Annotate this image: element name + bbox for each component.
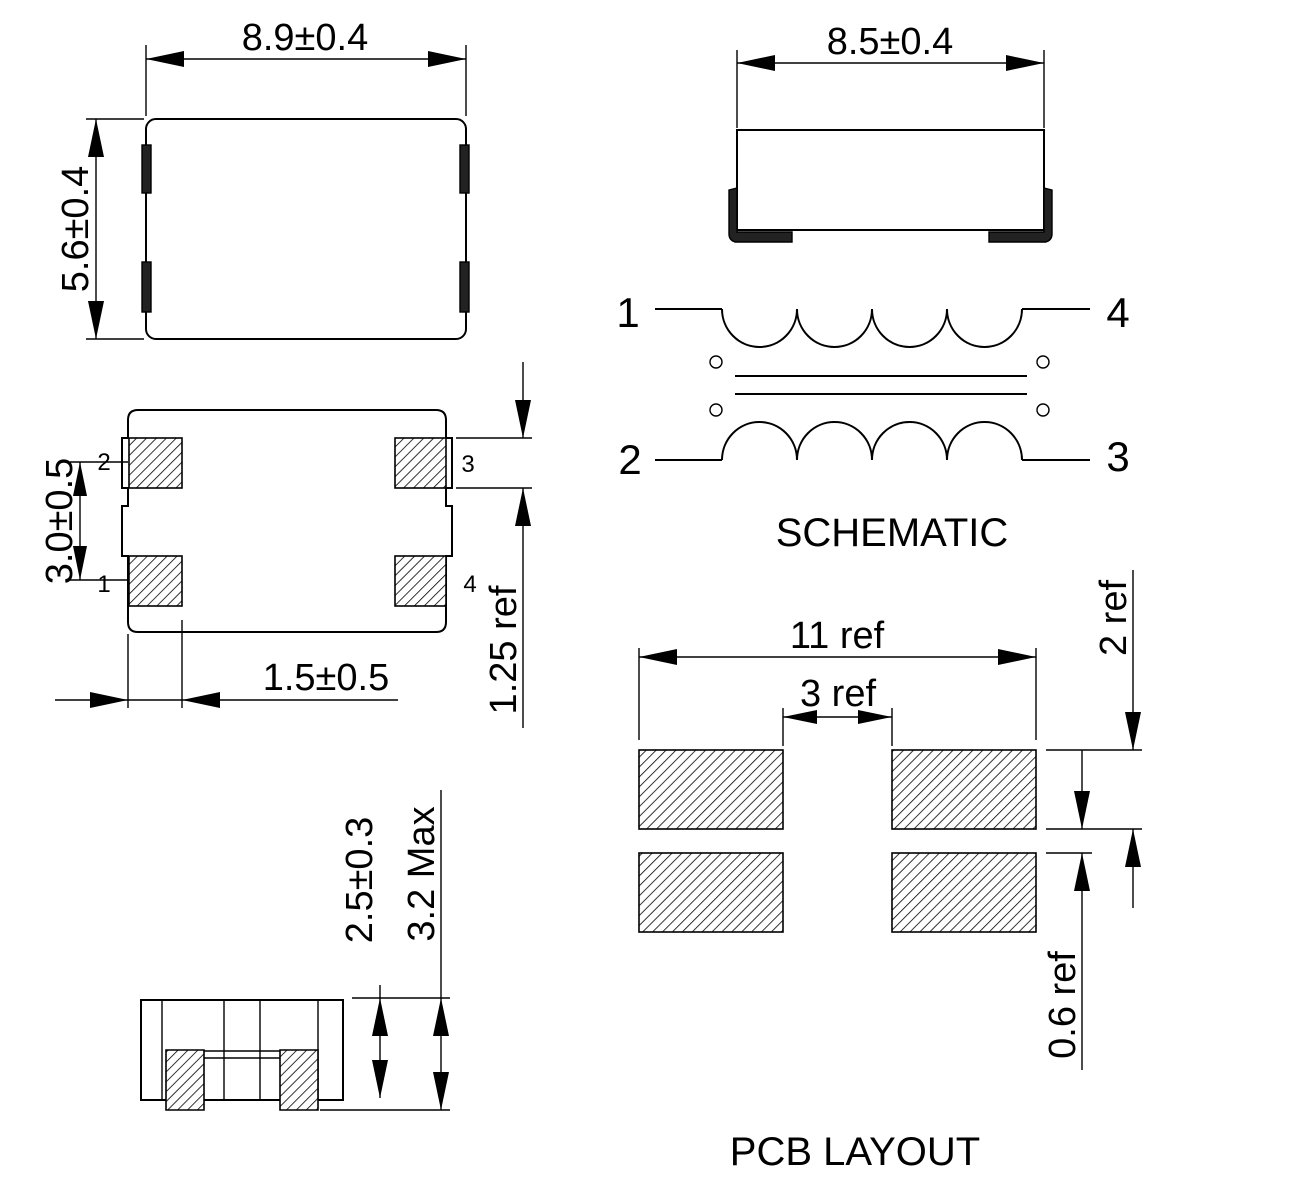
pad-2	[128, 437, 183, 489]
schematic-pin-3: 3	[1106, 433, 1129, 480]
top-view-terminal	[459, 144, 470, 194]
side-view: 8.5±0.4	[728, 21, 1053, 243]
polarity-dot	[1036, 403, 1050, 417]
side-view-terminal	[728, 187, 793, 243]
top-view-terminal	[459, 261, 470, 313]
pcb-layout: 11 ref 3 ref 2 ref 0.6 ref PCB LAYOUT	[638, 570, 1142, 1174]
bottom-pin-3: 3	[461, 451, 474, 478]
pcb-pad	[891, 749, 1037, 830]
schematic-pin-2: 2	[618, 436, 641, 483]
top-view-terminal	[141, 144, 152, 194]
bottom-view-body	[121, 409, 453, 633]
pcb-pad-gap-dim: 0.6 ref	[1042, 951, 1084, 1059]
pad-width-dim: 1.5±0.5	[263, 657, 390, 699]
side-view-terminal	[988, 187, 1053, 243]
pcb-pad	[638, 852, 784, 933]
winding-top	[655, 308, 1090, 348]
pcb-pad	[638, 749, 784, 830]
polarity-dot	[709, 355, 723, 369]
schematic-title: SCHEMATIC	[776, 511, 1009, 555]
pin-spacing-dim: 3.0±0.5	[39, 458, 81, 585]
bottom-pin-4: 4	[463, 571, 476, 598]
polarity-dot	[709, 403, 723, 417]
top-view-terminal	[141, 261, 152, 313]
pcb-total-width-dim: 11 ref	[790, 615, 885, 657]
schematic-pin-4: 4	[1106, 289, 1129, 336]
profile-terminal-left	[165, 1049, 205, 1111]
bottom-view: 2 1 3 4 3.0±0.5 1.5±0.5 1.25 ref	[39, 362, 532, 728]
bottom-pin-1: 1	[97, 571, 110, 598]
top-width-dim: 8.9±0.4	[242, 17, 369, 59]
pad-4	[394, 555, 447, 607]
pad-height-dim: 1.25 ref	[483, 585, 525, 714]
profile-terminal-right	[279, 1049, 319, 1111]
profile-view: 2.5±0.3 3.2 Max	[140, 790, 450, 1111]
pad-1	[128, 555, 183, 607]
pcb-pad-height-dim: 2 ref	[1093, 580, 1135, 656]
winding-bottom	[655, 421, 1090, 461]
top-view-body	[145, 118, 467, 340]
pcb-layout-title: PCB LAYOUT	[730, 1130, 980, 1174]
pcb-gap-dim: 3 ref	[800, 673, 876, 715]
top-height-dim: 5.6±0.4	[55, 166, 97, 293]
height-dim: 2.5±0.3	[339, 817, 381, 944]
max-height-dim: 3.2 Max	[401, 806, 443, 941]
polarity-dot	[1036, 355, 1050, 369]
pad-3	[394, 437, 447, 489]
side-width-dim: 8.5±0.4	[827, 21, 954, 63]
top-view: 8.9±0.4 5.6±0.4	[55, 17, 470, 340]
schematic-pin-1: 1	[616, 289, 639, 336]
side-view-body	[736, 129, 1045, 231]
pcb-pad	[891, 852, 1037, 933]
schematic: 1 2 3 4 SCHEMATIC	[616, 289, 1129, 555]
